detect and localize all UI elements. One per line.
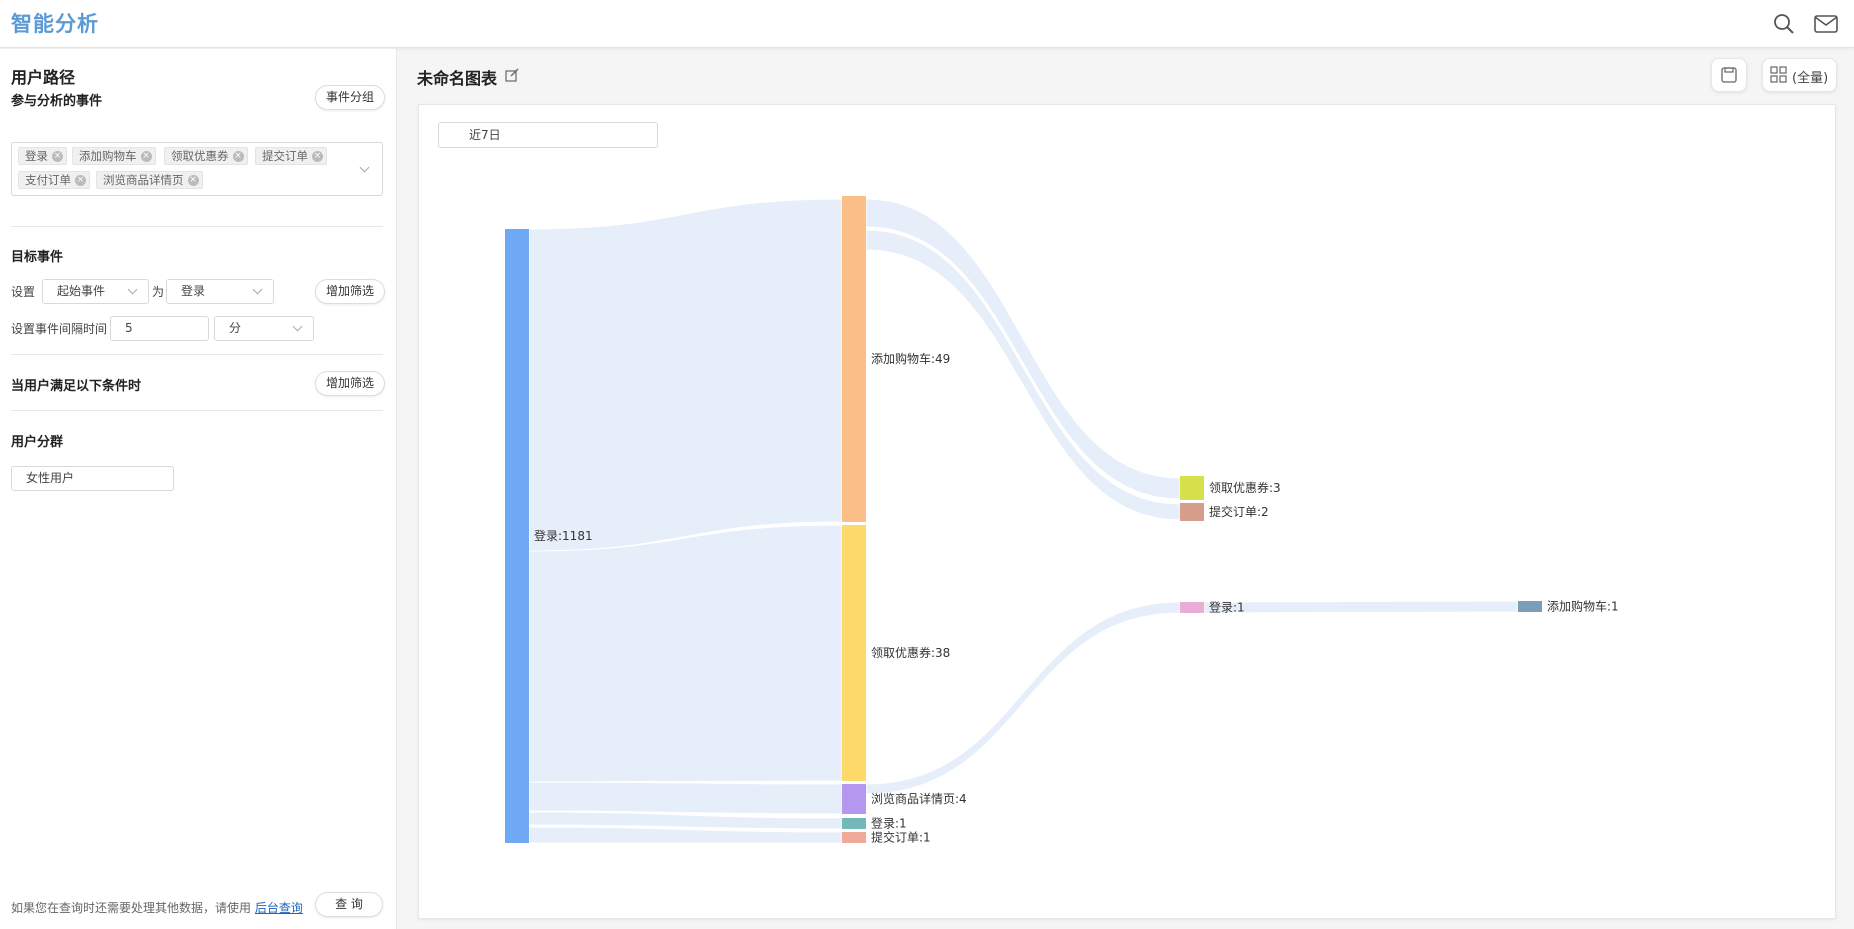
sankey-node[interactable] bbox=[842, 196, 866, 522]
app-title: 智能分析 bbox=[11, 12, 99, 36]
footer-hint: 如果您在查询时还需要处理其他数据，请使用 后台查询 bbox=[11, 899, 303, 916]
event-tag: 支付订单× bbox=[18, 171, 90, 189]
remove-tag-icon[interactable]: × bbox=[187, 175, 199, 186]
events-section-title: 参与分析的事件 bbox=[11, 94, 103, 109]
sankey-link[interactable] bbox=[528, 811, 843, 830]
segment-input[interactable]: 女性用户 bbox=[11, 466, 174, 491]
view-mode-label: (全量) bbox=[1792, 71, 1829, 86]
remove-tag-icon[interactable]: × bbox=[52, 151, 63, 162]
sidebar: 用户路径 参与分析的事件 事件分组 登录× 添加购物车× 领取优惠券× 提交订单… bbox=[0, 49, 397, 929]
sankey-link[interactable] bbox=[528, 826, 843, 844]
remove-tag-icon[interactable]: × bbox=[140, 151, 152, 162]
sankey-link[interactable] bbox=[528, 198, 843, 552]
event-tag-select[interactable]: 登录× 添加购物车× 领取优惠券× 提交订单× 支付订单× 浏览商品详情页× bbox=[11, 142, 383, 196]
set-label: 设置 bbox=[11, 285, 36, 299]
sankey-node[interactable] bbox=[1518, 601, 1542, 612]
footer-hint-text: 如果您在查询时还需要处理其他数据，请使用 bbox=[11, 901, 252, 915]
query-button[interactable]: 查 询 bbox=[315, 892, 383, 917]
sankey-link[interactable] bbox=[1203, 600, 1519, 614]
sankey-node[interactable] bbox=[1180, 503, 1204, 521]
sankey-node-label: 登录:1 bbox=[1209, 600, 1245, 615]
sankey-node-label: 提交订单:1 bbox=[871, 830, 931, 845]
save-button[interactable] bbox=[1711, 58, 1747, 92]
sankey-node[interactable] bbox=[842, 832, 866, 843]
chart-title: 未命名图表 bbox=[417, 69, 498, 88]
sankey-node[interactable] bbox=[842, 784, 866, 814]
backend-query-link[interactable]: 后台查询 bbox=[254, 901, 303, 915]
sankey-node-label: 领取优惠券:38 bbox=[871, 645, 950, 660]
add-condition-filter-button[interactable]: 增加筛选 bbox=[315, 371, 386, 396]
event-value-select[interactable]: 登录 bbox=[166, 279, 274, 304]
sidebar-title: 用户路径 bbox=[11, 68, 76, 87]
target-section-title: 目标事件 bbox=[11, 250, 64, 265]
sankey-node[interactable] bbox=[1180, 476, 1204, 500]
interval-unit-select[interactable]: 分 bbox=[214, 316, 314, 341]
event-tag: 提交订单× bbox=[255, 147, 327, 165]
event-tag: 添加购物车× bbox=[72, 147, 156, 165]
remove-tag-icon[interactable]: × bbox=[312, 151, 323, 162]
sankey-node-label: 登录:1 bbox=[871, 816, 907, 831]
divider bbox=[11, 354, 383, 355]
event-tag: 浏览商品详情页× bbox=[96, 171, 203, 189]
sankey-node[interactable] bbox=[505, 229, 529, 843]
sankey-node-label: 领取优惠券:3 bbox=[1209, 480, 1281, 495]
remove-tag-icon[interactable]: × bbox=[75, 175, 86, 186]
interval-input[interactable]: 5 bbox=[110, 316, 209, 341]
top-bar: 智能分析 bbox=[0, 0, 1854, 48]
sankey-link[interactable] bbox=[528, 524, 843, 783]
divider bbox=[11, 226, 383, 227]
mail-icon[interactable] bbox=[1813, 12, 1839, 36]
edit-icon[interactable] bbox=[505, 68, 519, 82]
sankey-node-label: 添加购物车:1 bbox=[1547, 599, 1619, 614]
event-group-button[interactable]: 事件分组 bbox=[315, 85, 386, 110]
sankey-node[interactable] bbox=[842, 525, 866, 781]
grid-icon bbox=[1770, 66, 1787, 83]
sankey-node[interactable] bbox=[842, 818, 866, 829]
event-type-select[interactable]: 起始事件 bbox=[42, 279, 149, 304]
event-tag: 登录× bbox=[18, 147, 67, 165]
sankey-link[interactable] bbox=[865, 601, 1181, 795]
remove-tag-icon[interactable]: × bbox=[232, 151, 244, 162]
add-filter-button[interactable]: 增加筛选 bbox=[315, 279, 386, 304]
sankey-node-label: 提交订单:2 bbox=[1209, 504, 1269, 519]
date-range-input[interactable]: 近7日 bbox=[438, 122, 658, 148]
sankey-link[interactable] bbox=[528, 781, 843, 815]
interval-label: 设置事件间隔时间 bbox=[11, 322, 108, 336]
as-label: 为 bbox=[152, 285, 165, 299]
sankey-node-label: 添加购物车:49 bbox=[871, 351, 950, 366]
segment-section-title: 用户分群 bbox=[11, 435, 64, 450]
sankey-node[interactable] bbox=[1180, 602, 1204, 613]
event-tag: 领取优惠券× bbox=[164, 147, 248, 165]
search-icon[interactable] bbox=[1772, 12, 1798, 36]
divider bbox=[11, 410, 383, 411]
condition-section-title: 当用户满足以下条件时 bbox=[11, 379, 142, 394]
view-mode-button[interactable]: (全量) bbox=[1762, 58, 1837, 92]
sankey-node-label: 登录:1181 bbox=[534, 528, 593, 543]
sankey-node-label: 浏览商品详情页:4 bbox=[871, 791, 967, 806]
save-icon bbox=[1721, 67, 1737, 83]
